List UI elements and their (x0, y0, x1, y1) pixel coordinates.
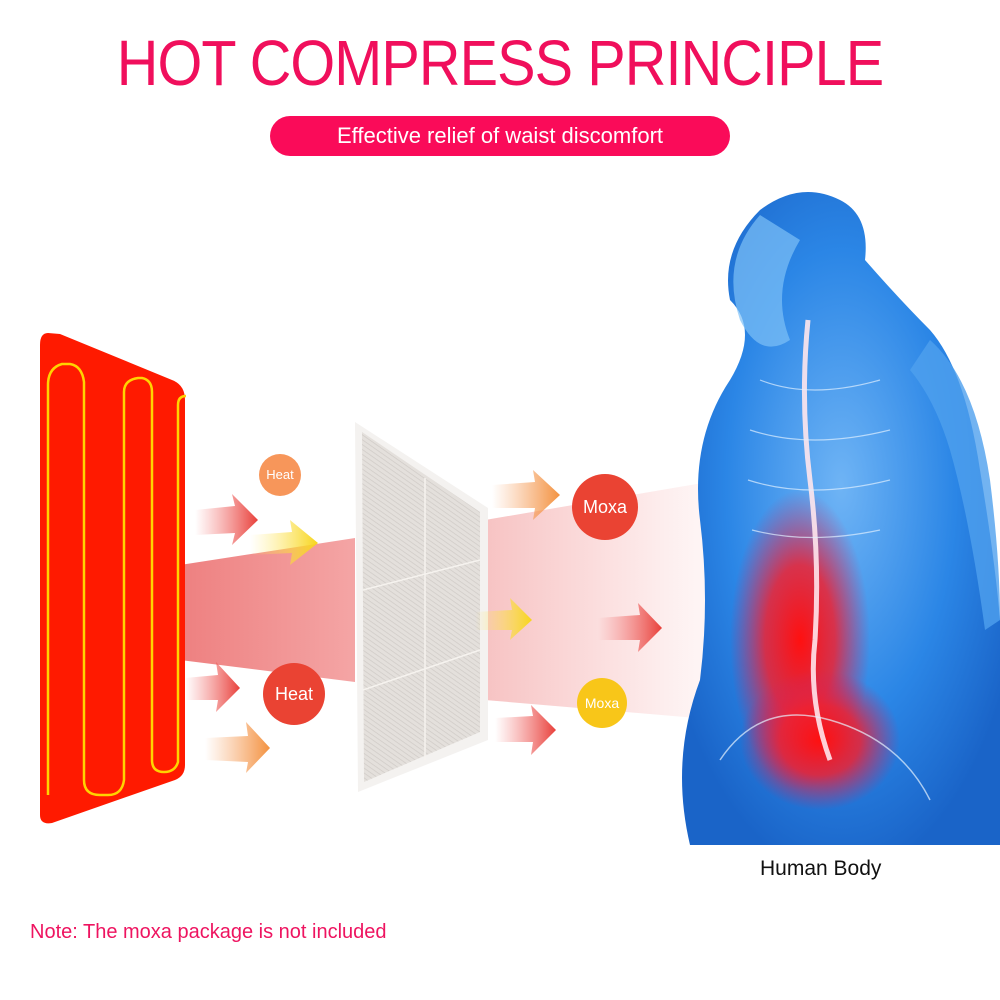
arrow-icon (495, 705, 556, 755)
bubble-label: Heat (266, 467, 294, 482)
arrow-icon (250, 520, 318, 565)
moxa-bubble-small: Moxa (577, 678, 627, 728)
heat-beam-2 (485, 480, 720, 720)
arrow-icon (185, 662, 240, 712)
heat-beam-1 (180, 538, 355, 682)
heating-pad-icon (40, 333, 187, 824)
arrow-icon (205, 722, 270, 773)
arrow-icon (475, 598, 532, 640)
bubble-label: Heat (274, 684, 314, 704)
subtitle-badge: Effective relief of waist discomfort (270, 116, 730, 156)
bubble-label: Moxa (584, 695, 620, 711)
bubble-label: Moxa (582, 497, 627, 517)
page-title: HOT COMPRESS PRINCIPLE (116, 27, 884, 99)
arrow-icon (195, 494, 258, 545)
human-body-illustration (682, 192, 1000, 845)
arrow-icon (492, 470, 560, 520)
arrow-icon (598, 603, 662, 652)
heat-bubble-large: Heat (263, 663, 325, 725)
moxa-bubble-large: Moxa (572, 474, 638, 540)
human-body-label: Human Body (760, 857, 882, 880)
footnote: Note: The moxa package is not included (30, 921, 387, 943)
heat-bubble-small: Heat (259, 454, 301, 496)
moxa-pad-icon (355, 422, 488, 792)
